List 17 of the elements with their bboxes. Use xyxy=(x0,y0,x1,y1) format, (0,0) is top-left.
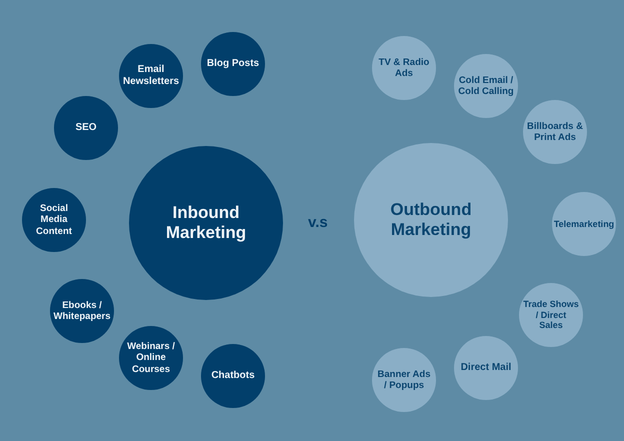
circle-text: Inbound Marketing xyxy=(164,202,248,244)
circle-text: Trade Shows / Direct Sales xyxy=(523,298,579,332)
circle-text: Billboards & Print Ads xyxy=(527,120,583,144)
circle-text: Cold Email / Cold Calling xyxy=(458,74,514,98)
circle-text: Ebooks / Whitepapers xyxy=(54,300,111,322)
circle-text: Blog Posts xyxy=(206,58,260,70)
circle-text: Direct Mail xyxy=(460,362,512,374)
circle-text: Banner Ads / Popups xyxy=(376,368,432,392)
circle-text: Chatbots xyxy=(211,370,255,382)
circle-text: Outbound Marketing xyxy=(389,200,473,240)
circle-text: TV & Radio Ads xyxy=(378,56,430,80)
circle-text: Email Newsletters xyxy=(122,64,180,88)
circle-text: Webinars / Online Courses xyxy=(126,340,176,376)
circle-text: Social Media Content xyxy=(35,202,73,238)
circle-text: Telemarketing xyxy=(554,218,614,230)
circle-text: SEO xyxy=(75,122,97,134)
versus-text: v.s xyxy=(308,214,328,231)
